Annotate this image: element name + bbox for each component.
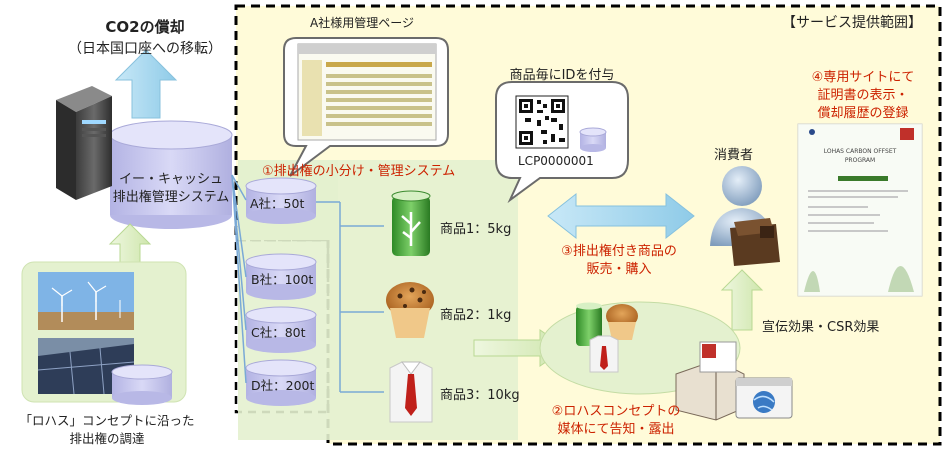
ecash-system-line1: イー・キャッシュ: [118, 172, 223, 187]
sale-line2: 販売・購入: [586, 262, 652, 277]
cylinder-d: [245, 359, 317, 406]
service-scope-label: 【サービス提供範囲】: [782, 15, 922, 31]
product-shirt-icon: [389, 361, 433, 423]
procurement-line1: 「ロハス」コンセプトに沿った: [19, 413, 195, 428]
sale-double-arrow: [547, 192, 695, 240]
magazine-icon: [675, 341, 745, 421]
media-shirt-icon: [589, 335, 619, 373]
company-c-label: C社：80t: [251, 325, 306, 340]
up-arrow-co2: [114, 49, 178, 119]
sale-line1: ③排出権付き商品の: [561, 244, 677, 259]
company-cylinders: [245, 177, 317, 406]
company-b-label: B社：100t: [251, 272, 314, 287]
management-page-callout: [283, 37, 449, 177]
dedicated-site-line3: 償却履歴の登録: [817, 106, 909, 121]
management-page-label: A社様用管理ページ: [310, 16, 414, 30]
certificate-title-1: LOHAS CARBON OFFSET: [823, 148, 897, 155]
co2-subtitle: （日本国口座への移転）: [68, 41, 222, 57]
cylinder-b: [245, 253, 317, 300]
id-label: 商品毎にIDを付与: [509, 68, 615, 83]
consumer-label: 消費者: [714, 148, 754, 163]
product-can-icon: [391, 190, 431, 256]
up-arrow-procure: [108, 223, 152, 269]
company-d-label: D社：200t: [251, 378, 315, 393]
product-muffin-icon: [386, 282, 434, 338]
up-arrow-media: [720, 269, 764, 331]
wallet-icon: [730, 218, 780, 266]
media-can-icon: [576, 302, 602, 346]
media-line2: 媒体にて告知・露出: [557, 422, 675, 437]
server-icon: [56, 86, 112, 200]
ecash-cylinder: [109, 120, 233, 229]
product-3-label: 商品3：10kg: [440, 388, 520, 403]
dedicated-site-line2: 証明書の表示・: [817, 88, 909, 103]
cylinder-c: [245, 306, 317, 353]
product-2-label: 商品2：1kg: [440, 308, 512, 323]
solar-panel-photo: [37, 338, 135, 395]
id-code: LCP0000001: [518, 154, 594, 168]
advert-label: 宣伝効果・CSR効果: [762, 320, 880, 335]
connector-lines: [231, 174, 384, 393]
id-callout: [495, 81, 629, 204]
cylinder-a: [245, 177, 317, 224]
certificate-document: [797, 123, 923, 297]
ecash-system-line2: 排出権管理システム: [112, 190, 230, 205]
media-muffin-icon: [606, 304, 638, 340]
procurement-line2: 排出権の調達: [69, 431, 145, 446]
dedicated-site-line1: ④専用サイトにて: [811, 70, 915, 85]
media-line1: ②ロハスコンセプトの: [551, 404, 681, 419]
procurement-cylinder: [111, 364, 173, 405]
wind-turbine-photo: [38, 272, 134, 330]
certificate-title-2: PROGRAM: [844, 157, 876, 164]
product-1-label: 商品1：5kg: [440, 222, 512, 237]
qr-code-icon: [515, 95, 569, 149]
subdivision-label: ①排出権の小分け・管理システム: [262, 164, 456, 179]
company-a-label: A社：50t: [250, 196, 305, 211]
id-cylinder-icon: [579, 127, 607, 152]
browser-window-icon: [735, 377, 793, 419]
co2-title: CO2の償却: [105, 18, 185, 36]
